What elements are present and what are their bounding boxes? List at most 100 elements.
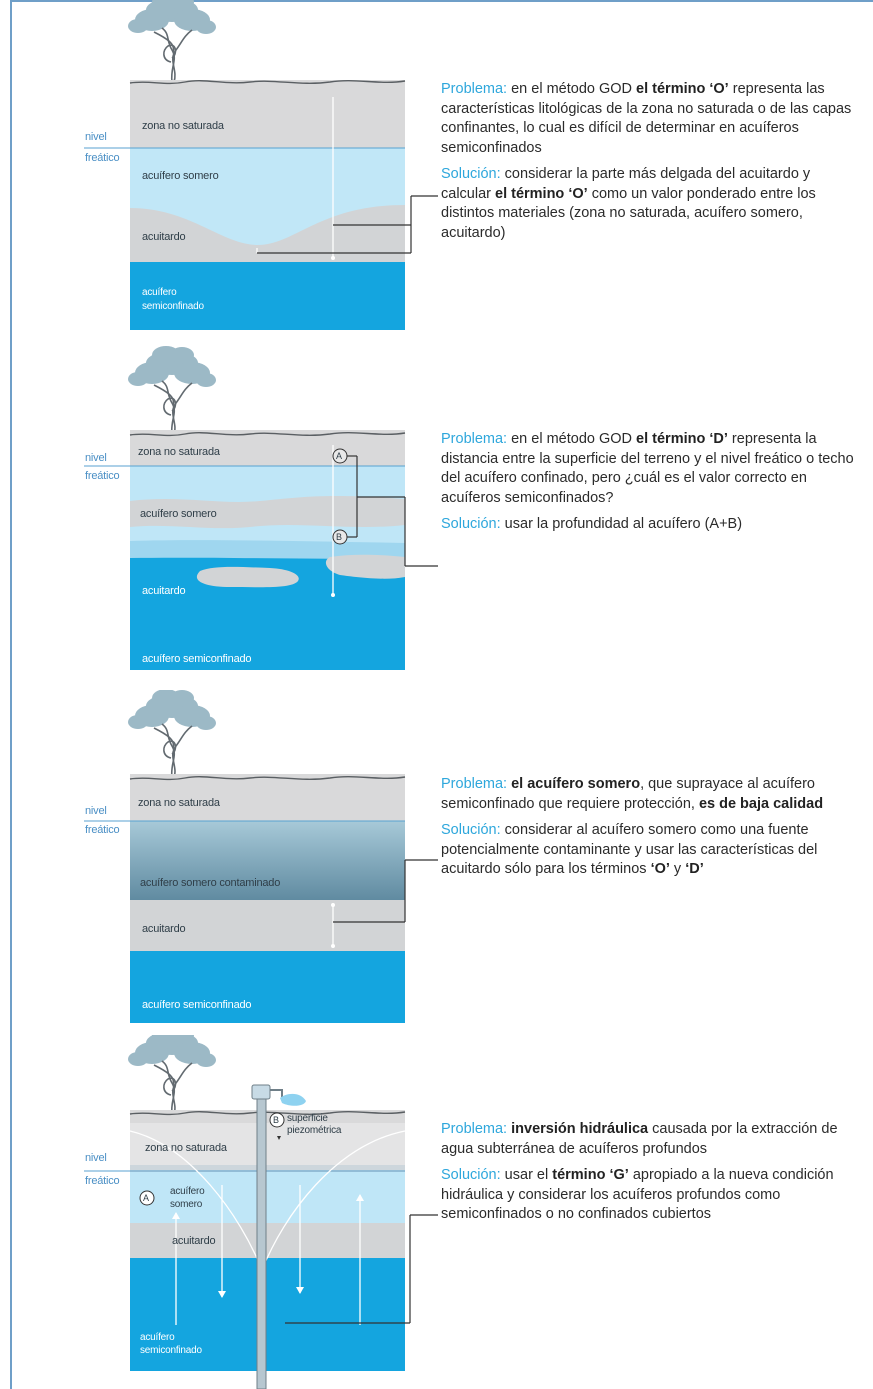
deep-label-2: semiconfinado [142,301,204,312]
mark-a-label: A [143,1193,149,1203]
freatico-label: freático [85,824,120,836]
semiconfined-aquifer [130,951,405,1023]
well-pipe [256,1091,267,1389]
solucion-paragraph: Solución: usar el término ‘G’ apropiado … [441,1166,861,1225]
mark-b-label: B [336,532,342,542]
panel-4-text: Problema: inversión hidráulica causada p… [441,1120,861,1232]
solucion-label: Solución: [441,516,501,532]
unsat-label: zona no saturada [138,446,220,458]
panel-4-graphic [84,1035,438,1389]
ground-surface [129,776,406,781]
freatico-label: freático [85,470,120,482]
solucion-paragraph: Solución: usar la profundidad al acuífer… [441,515,861,535]
shallow-label: acuífero somero [142,170,219,182]
shallow-label-1: acuífero [170,1186,205,1197]
mark-a-label: A [336,451,342,461]
problema-label: Problema: [441,81,508,97]
shallow-label-2: somero [170,1199,203,1210]
mark-a-circle [139,1190,155,1206]
shallow-label: acuífero somero [140,508,217,520]
contaminated-shallow-aquifer [130,821,405,901]
piezometric-marker-icon [277,1136,281,1140]
freatico-label: freático [85,1175,120,1187]
mark-b-label: B [273,1115,279,1125]
unsaturated-zone [130,80,405,150]
shallow-label: acuífero somero contaminado [140,877,281,889]
panel-1-graphic [84,0,438,330]
mark-b-circle [269,1112,285,1128]
problema-text-2: representa las características litológic… [441,81,852,156]
solucion-text: considerar al acuífero somero como una f… [441,822,818,877]
ground-surface [129,1111,406,1116]
problema-text: , que suprayace al acuífero semiconfinad… [441,776,815,812]
deep-label: acuífero semiconfinado [142,653,252,665]
solucion-text: usar el [500,1167,553,1183]
unsat-label: zona no saturada [142,120,224,132]
water-splash-icon [280,1093,306,1106]
problema-label: Problema: [441,431,508,447]
aquitard-label: acuitardo [142,231,186,243]
problema-text: causada por la extracción de agua subter… [441,1121,838,1157]
panel-1: nivel freático zona no saturada acuífero… [0,0,873,340]
semiconfined-aquifer [130,262,405,330]
solucion-paragraph: Solución: considerar al acuífero somero … [441,821,861,880]
frame-left-border [10,0,12,1389]
solucion-label: Solución: [441,166,501,182]
solucion-label: Solución: [441,822,501,838]
solucion-bold-2: ‘D’ [685,861,704,877]
problema-bold: el acuífero somero [507,776,641,792]
deep-label: acuífero semiconfinado [142,999,252,1011]
unsat-label: zona no saturada [138,797,220,809]
deep-label-1: acuífero [140,1332,175,1343]
unsaturated-zone [130,430,405,468]
panel-1-text: Problema: en el método GOD el término ‘O… [441,80,861,250]
panel-2-graphic [84,345,438,670]
aquitard-layer [130,205,405,263]
aquitard-label: acuitardo [172,1235,216,1247]
deep-label-1: acuífero [142,287,177,298]
solucion-bold: término ‘G’ [552,1167,629,1183]
problema-paragraph: Problema: el acuífero somero, que supray… [441,775,861,814]
problema-text: en el método GOD [507,431,637,447]
freatico-label: freático [85,152,120,164]
piezometrica-label: piezométrica [287,1125,342,1136]
solucion-paragraph: Solución: considerar la parte más delgad… [441,165,861,243]
problema-paragraph: Problema: en el método GOD el término ‘O… [441,80,861,158]
superficie-label: superficie [287,1113,328,1124]
ground-surface [129,432,406,437]
solucion-label: Solución: [441,1167,501,1183]
panel-2-text: Problema: en el método GOD el término ‘D… [441,430,861,542]
problema-text: en el método GOD [507,81,637,97]
aquitard-label: acuitardo [142,923,186,935]
problema-label: Problema: [441,1121,508,1137]
panel-3: nivel freático zona no saturada acuífero… [0,690,873,1030]
problema-bold: el término ‘D’ [636,431,728,447]
shallow-aquifer [130,1172,405,1224]
pump-head [251,1084,271,1100]
problema-label: Problema: [441,776,508,792]
solucion-bold: el término ‘O’ [495,185,588,202]
frame-top-border [10,0,873,2]
problema-bold-2: es de baja calidad [698,795,824,812]
problema-bold: inversión hidráulica [507,1121,649,1137]
solucion-text: usar la profundidad al acuífero (A+B) [500,516,743,532]
solucion-text-2: apropiado a la nueva condición hidráulic… [441,1167,834,1222]
problema-paragraph: Problema: en el método GOD el término ‘D… [441,430,861,508]
aquitard-layer [130,900,405,952]
problema-bold: el término ‘O’ [636,81,729,97]
solucion-bold: ‘O’ [650,861,670,877]
panel-4: nivel freático zona no saturada acuífero… [0,1035,873,1389]
problema-text-2: representa la distancia entre la superfi… [441,431,854,506]
solucion-text-2: como un valor ponderado entre los distin… [441,185,816,241]
panel-2: nivel freático zona no saturada acuífero… [0,345,873,685]
problema-paragraph: Problema: inversión hidráulica causada p… [441,1120,861,1159]
aquitard-label: acuitardo [142,585,186,597]
aquitard-lens-1 [130,495,405,529]
panel-3-graphic [84,690,438,1023]
aquitard-lens-2 [196,566,299,588]
unsat-label: zona no saturada [145,1142,227,1154]
ground-surface [129,80,406,85]
nivel-label: nivel [85,1152,107,1164]
deep-label-2: semiconfinado [140,1345,202,1356]
